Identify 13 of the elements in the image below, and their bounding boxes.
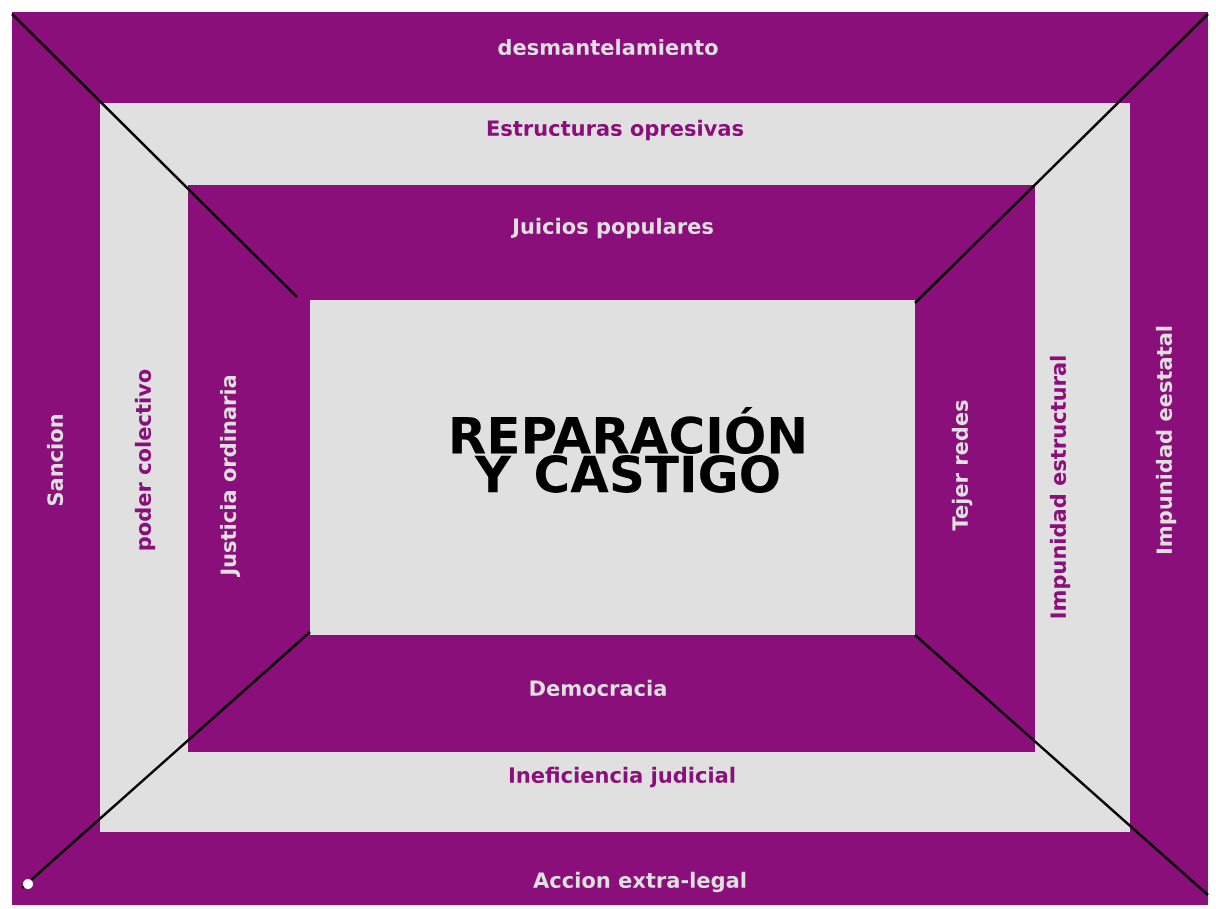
band-label: Sancion xyxy=(46,415,64,506)
band-label: desmantelamiento xyxy=(498,38,718,56)
band-label: Impunidad estructural xyxy=(1049,356,1071,618)
band-label: Estructuras opresivas xyxy=(487,119,744,141)
band-label: Impunidad eestatal xyxy=(1155,326,1177,554)
band-label: poder colectivo xyxy=(134,369,156,550)
band-label: Justicia ordinaria xyxy=(219,375,241,577)
band-label: Accion extra-legal xyxy=(533,871,746,893)
center-title: REPARACIÓN Y CASTIGO xyxy=(452,407,804,493)
band-label: Tejer redes xyxy=(951,400,973,531)
band-label: Democracia xyxy=(530,679,666,697)
band-label: Ineficiencia judicial xyxy=(509,766,735,788)
band-label: Juicios populares xyxy=(510,217,713,239)
